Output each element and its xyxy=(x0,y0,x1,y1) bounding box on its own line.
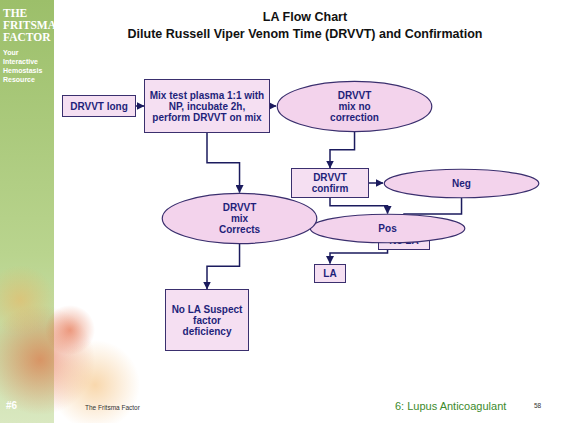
flow-arrow xyxy=(330,198,388,214)
node-text: DRVVT mix Corrects xyxy=(219,202,260,235)
node-text: Mix test plasma 1:1 with NP, incubate 2h… xyxy=(149,90,265,123)
flow-arrow xyxy=(207,133,240,193)
slide-number-tag: #6 xyxy=(6,400,17,411)
process-box: DRVVT long xyxy=(62,95,136,117)
section-name: 6: Lupus Anticoagulant xyxy=(395,400,506,412)
node-text: Pos xyxy=(378,223,396,234)
conclusion-box: No LA Suspect factor deficiency xyxy=(165,289,249,351)
footer-text: The Fritsma Factor xyxy=(85,404,140,411)
flow-arrow xyxy=(369,182,383,184)
result-ellipse: Neg xyxy=(383,169,540,198)
decor-blob xyxy=(45,305,95,355)
flow-arrow xyxy=(270,105,276,107)
brand-name: THE FRITSMA FACTOR xyxy=(3,7,55,43)
process-box: DRVVT confirm xyxy=(291,168,369,198)
node-text: Neg xyxy=(452,178,471,189)
result-ellipse: DRVVT mix no correction xyxy=(276,81,433,132)
result-ellipse: DRVVT mix Corrects xyxy=(161,193,318,244)
node-text: DRVVT confirm xyxy=(296,172,364,194)
slide-subtitle: Dilute Russell Viper Venom Time (DRVVT) … xyxy=(128,27,483,41)
flow-arrow xyxy=(330,132,355,169)
result-ellipse: Pos xyxy=(309,214,466,243)
flow-arrow xyxy=(136,105,144,107)
node-text: No LA Suspect factor deficiency xyxy=(170,304,244,337)
node-text: LA xyxy=(323,268,336,279)
conclusion-box: LA xyxy=(314,264,346,283)
brand-tagline: Your Interactive Hemostasis Resource xyxy=(3,48,53,84)
node-text: DRVVT mix no correction xyxy=(330,90,379,123)
process-box: Mix test plasma 1:1 with NP, incubate 2h… xyxy=(144,79,270,133)
slide-title: LA Flow Chart xyxy=(263,10,347,24)
flow-arrow xyxy=(207,244,240,290)
page-number: 58 xyxy=(534,402,541,409)
node-text: DRVVT long xyxy=(70,101,128,112)
